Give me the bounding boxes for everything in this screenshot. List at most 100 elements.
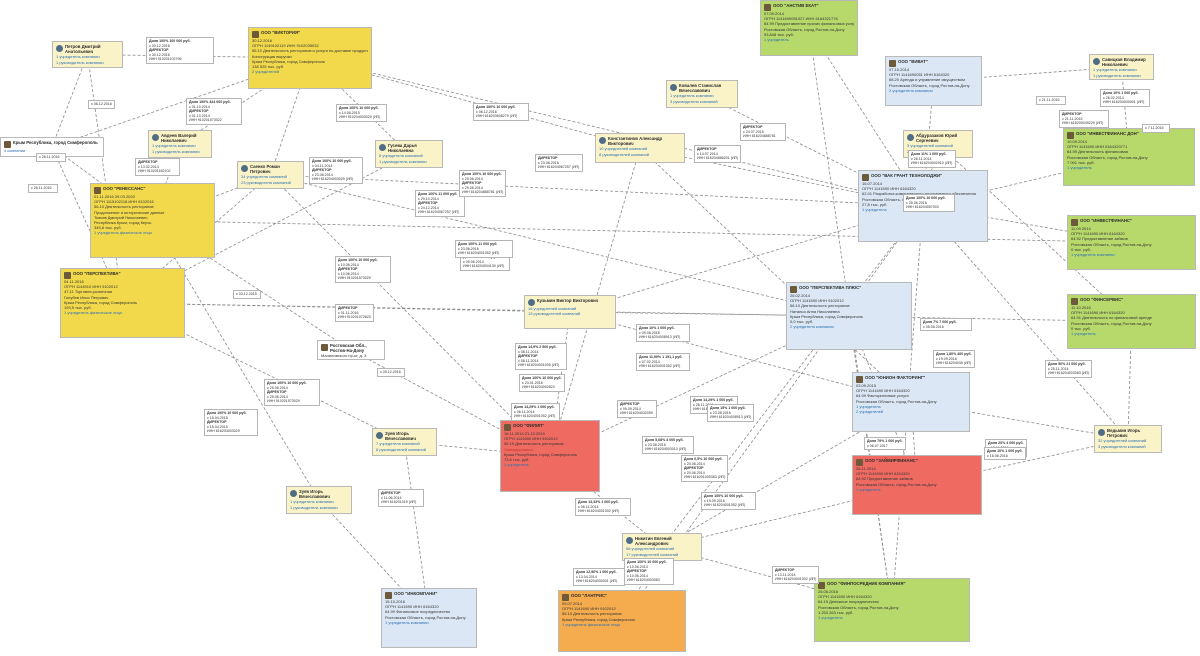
card-title[interactable]: ООО "ЮНИОН ФАКТОРИНГ" [865,375,926,380]
card-title[interactable]: Петров Дмитрий Анатольевич [65,44,101,55]
card-line[interactable]: 32 учредителей компаний [1098,438,1147,444]
card-line[interactable]: 3 учредителей компаний [907,143,953,149]
card-title[interactable]: ООО "ПЕРСПЕКТИВА ПЛЮС" [799,285,862,290]
card-line[interactable]: 10 учредителей компаний [599,146,648,152]
card-line[interactable]: 23 руководителя компаний [241,179,291,185]
card-title[interactable]: ООО "РЕНЕССАНС" [103,186,146,191]
card-line[interactable]: 1 учредитель физическое лицо [64,310,123,316]
card-title[interactable]: ООО "ЛАНТРИС" [571,593,608,598]
card-title[interactable]: Крым Республика, город Симферополь [13,140,98,145]
card-title[interactable]: ООО "ВИВАТ" [898,59,928,64]
card-line[interactable]: 1 учредитель [862,207,887,213]
card-line[interactable]: 1 учредитель физическое лицо [562,621,621,627]
card-title[interactable]: ООО "ВАК ГРАНТ ТЕХНОЛОДЖИ" [871,173,943,178]
card-line[interactable]: 1 учредитель компании [385,619,429,625]
card-line[interactable]: 1 учредитель компании [1093,67,1137,73]
card-title[interactable]: ООО "ФИЛИП" [513,423,545,428]
person-card[interactable]: Кузьмин Виктор Викторович 16 учредителей … [524,295,616,329]
card-line[interactable]: 2 учредителя компании [889,87,933,93]
card-line[interactable]: 7 учредителя компаний [376,441,420,447]
card-line[interactable]: 1 учредитель физическое лицо [94,230,153,236]
card-title[interactable]: ООО "ФИНПОСРЕДНИК КОМПАНИЯ" [827,581,906,586]
card-title[interactable]: Зуев Игорь Вячеславович [299,489,330,500]
card-line[interactable]: 2 учредителей [252,69,280,75]
card-line[interactable]: 1 учредитель компании [290,499,334,505]
card-title[interactable]: Кузьмин Виктор Викторович [537,298,599,303]
card-line[interactable]: 1 учредитель [818,615,843,621]
card-line[interactable]: 1 учредитель [856,486,881,492]
card-title[interactable]: ООО "ЗАЙМИРФИНАНС" [865,458,918,463]
card-title[interactable]: Саенко Роман Петрович [250,164,280,175]
card-title[interactable]: Ведьмин Игорь Петрович [1107,428,1141,439]
card-line[interactable]: 1 учредитель [1071,331,1096,337]
card-line[interactable]: 1 учредитель [856,403,881,409]
card-line[interactable]: 1 руководитель компании [379,158,427,164]
card-line[interactable]: 56 учредителей компаний [626,546,675,552]
card-line[interactable]: 3 руководителя компаний [670,98,718,104]
card-line[interactable]: 1 учредитель компании [1071,252,1115,258]
card-title[interactable]: ООО "ПЕРСПЕКТИВА" [73,271,121,276]
card-line[interactable]: 8 учредителя компаний [379,153,423,159]
card-title[interactable]: Никитин Евгений Александрович [635,536,672,547]
card-title[interactable]: Гусева Дарья Николаевна [388,143,417,154]
card-title[interactable]: ООО "АНСТИВ ЕКАТ" [773,3,819,8]
card-line[interactable]: 2 учредителей [856,409,884,415]
card-line[interactable]: 16 учредителей компаний [528,306,577,311]
card-title[interactable]: ООО "ВИКТОРИЯ" [261,30,301,35]
card-title[interactable]: Савицкая Владимир Николаевич [1102,57,1146,68]
card-line[interactable]: 1 учредитель компании [56,54,100,60]
card-title[interactable]: ООО "ИНВЕСТФИНАНС" [1080,218,1133,223]
card-title[interactable]: Ростовская Обл., Ростов-На-Дону [330,343,367,354]
card-line[interactable]: 17 руководителей компаний [626,551,679,557]
card-line[interactable]: 1 руководитель компании [152,148,200,154]
card-title[interactable]: ООО "ИНКОМПАНИ" [394,591,438,596]
card-line[interactable]: 1 учредитель [764,37,789,43]
card-line[interactable]: 8 руководителей компаний [599,151,649,157]
card-line[interactable]: 1 руководитель компании [1093,72,1141,78]
card-title[interactable]: ООО "ФИНСЕРВИС" [1080,297,1124,302]
card-line[interactable]: 2 учредителя компании [790,324,834,330]
card-line[interactable]: 1 учредитель [1067,165,1092,171]
card-title[interactable]: Абдуразаков Юрий Сергеевич [916,133,958,144]
card-line[interactable]: 13 руководителей компаний [528,311,581,317]
card-title[interactable]: Ковалев Станислав Вячеславович [679,83,722,94]
card-line[interactable]: 1 учредитель [504,462,529,468]
card-line[interactable]: 8 руководителей компаний [376,446,426,452]
card-title[interactable]: Авдеев Валерий Николаевич [161,133,197,144]
card-title[interactable]: Константинов Александр Викторович [608,136,663,147]
card-title[interactable]: Зуев Игорь Вячеславович [385,431,416,442]
card-line[interactable]: 1 учредитель компании [152,143,196,149]
card-line[interactable]: 1 учредитель компании [670,93,714,99]
card-title[interactable]: ООО "ИНВЕСТФИНАНС ДОН" [1076,131,1139,136]
card-line[interactable]: 1 руководитель компании [56,59,104,65]
